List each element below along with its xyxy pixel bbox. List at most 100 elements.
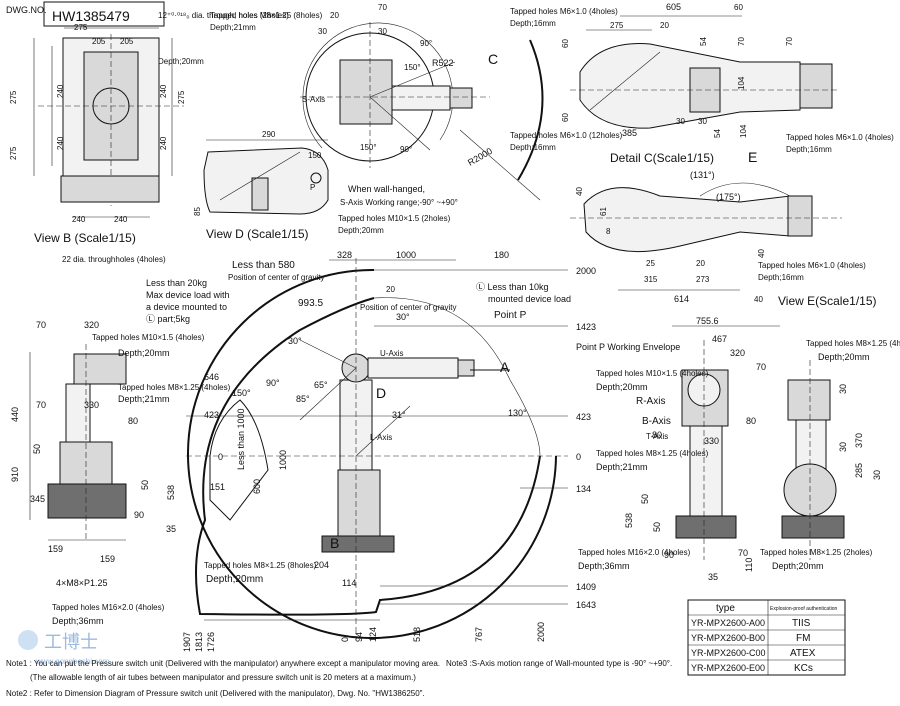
detail-c-depth-left: Depth;16mm <box>510 143 556 152</box>
view-e-depth: Depth;16mm <box>758 273 804 282</box>
side-600: 600 <box>252 479 262 494</box>
view-d-marker: D <box>376 385 386 401</box>
detail-c-104b: 104 <box>739 124 748 138</box>
side-dim-20: 20 <box>386 285 395 294</box>
side-cog-2: Position of center of gravity <box>360 303 457 312</box>
side-124: 124 <box>368 627 378 642</box>
top-dim-150a: 150° <box>404 63 421 72</box>
drawing-number-block: DWG.NO. HW1385479 <box>6 1 165 27</box>
view-d-depth: Depth;20mm <box>338 226 384 235</box>
view-d-title: View D (Scale1/15) <box>206 227 309 241</box>
view-d: 290 85 150 P View D (Scale1/15) When wal… <box>193 130 458 241</box>
type-row-4-auth: KCs <box>794 663 813 674</box>
load-right-1: Ⓛ Less than 10kg <box>476 282 549 292</box>
right-90: 90 <box>664 550 674 560</box>
wall-note-1: When wall-hanged, <box>348 184 425 194</box>
left-70b: 70 <box>36 400 46 410</box>
watermark-logo-icon <box>18 630 38 650</box>
side-1907: 1907 <box>182 632 192 652</box>
right-30a: 30 <box>838 384 848 394</box>
view-b-dim-4: 275 <box>9 90 18 104</box>
detail-c-marker: C <box>488 51 498 67</box>
side-dim-1000: 1000 <box>396 250 416 260</box>
side-1726: 1726 <box>206 632 216 652</box>
type-row-3-auth: ATEX <box>790 648 816 659</box>
view-d-hole-note: Tapped holes M10×1.5 (2holes) <box>338 214 451 223</box>
right-depth-3: Depth;36mm <box>578 561 630 571</box>
side-646: 646 <box>204 372 219 382</box>
detail-c-54a: 54 <box>699 37 708 46</box>
view-e-40b: 40 <box>757 249 766 258</box>
side-518: 518 <box>412 627 422 642</box>
angle-30b: 30° <box>396 312 410 322</box>
detail-c-385: 385 <box>622 128 637 138</box>
view-e-175: (175°) <box>716 192 741 202</box>
note-1: Note1 : You can put the Pressure switch … <box>6 659 440 668</box>
side-2000: 2000 <box>576 266 596 276</box>
view-b-dim-9: 275 <box>177 90 186 104</box>
type-row-2-auth: FM <box>796 633 810 644</box>
right-70b: 70 <box>738 548 748 558</box>
b-axis-label: B-Axis <box>642 416 671 427</box>
view-a-marker: A <box>500 359 510 375</box>
load-left-2: Max device load with <box>146 290 230 300</box>
top-view: Tapped holes M8×1.25 (8holes) Depth;21mm… <box>210 3 544 201</box>
side-94: 94 <box>354 632 364 642</box>
load-right-2: mounted device load <box>488 294 571 304</box>
right-depth-2: Depth;21mm <box>596 462 648 472</box>
detail-c-60a: 60 <box>734 3 743 12</box>
view-b-dim-6: 240 <box>56 136 65 150</box>
detail-c-275: 275 <box>610 21 624 30</box>
detail-c-70b: 70 <box>785 37 794 46</box>
note-1b: (The allowable length of air tubes betwe… <box>30 673 416 682</box>
side-less-1000: Less than 1000 <box>236 408 246 470</box>
right-hole-3: Tapped holes M16×2.0 (4holes) <box>578 548 691 557</box>
detail-c-30a: 30 <box>676 117 685 126</box>
side-0-bottom: 0 <box>340 637 350 642</box>
left-hole-2: Tapped holes M8×1.25 (4holes) <box>118 383 231 392</box>
right-70: 70 <box>756 362 766 372</box>
side-1409: 1409 <box>576 582 596 592</box>
type-row-4-model: YR-MPX2600-E00 <box>691 663 765 673</box>
view-e-hole-note: Tapped holes M6×1.0 (4holes) <box>758 261 866 270</box>
view-b-marker: B <box>330 535 339 551</box>
right-hole-4: Tapped holes M8×1.25 (4holes) <box>806 339 900 348</box>
detail-c-e-marker: E <box>748 149 757 165</box>
view-b-dim-2: 205 <box>92 37 106 46</box>
load-left-4: Ⓛ part;5kg <box>146 314 190 324</box>
view-b-dim-11: 240 <box>72 215 86 224</box>
left-440: 440 <box>10 407 20 422</box>
detail-c-30b: 30 <box>698 117 707 126</box>
left-159b: 159 <box>100 554 115 564</box>
right-view: 755.6 467 320 70 Tapped holes M10×1.5 (4… <box>578 316 900 582</box>
view-e-8: 8 <box>606 227 611 236</box>
view-e-title: View E(Scale1/15) <box>778 294 877 308</box>
side-114: 114 <box>342 578 356 588</box>
left-345: 345 <box>30 494 45 504</box>
right-35: 35 <box>708 572 718 582</box>
left-depth-2: Depth;21mm <box>118 394 170 404</box>
t-axis-label: T-Axis <box>646 432 668 441</box>
side-dim-328: 328 <box>337 250 352 260</box>
left-bolt: 4×M8×P1.25 <box>56 578 108 588</box>
view-e-20: 20 <box>696 259 705 268</box>
side-134: 134 <box>576 484 591 494</box>
watermark-text-1: 工博士 <box>44 632 98 652</box>
view-e-61: 61 <box>599 207 608 216</box>
right-80b: 80 <box>746 416 756 426</box>
right-30b: 30 <box>838 442 848 452</box>
detail-c-depth-top: Depth;16mm <box>510 19 556 28</box>
detail-c-70a: 70 <box>737 37 746 46</box>
view-d-dim-290: 290 <box>262 130 276 139</box>
view-b-dim-5: 240 <box>56 84 65 98</box>
view-b-dim-7: 240 <box>159 84 168 98</box>
angle-90: 90° <box>266 378 280 388</box>
left-50a: 50 <box>32 444 42 454</box>
top-dim-r522: R522 <box>432 58 454 68</box>
note-3: Note3 :S-Axis motion range of Wall-mount… <box>446 659 672 668</box>
right-hole-1: Tapped holes M10×1.5 (4holes) <box>596 369 709 378</box>
angle-65: 65° <box>314 380 328 390</box>
right-depth-5: Depth;20mm <box>772 561 824 571</box>
view-b-title: View B (Scale1/15) <box>34 231 136 245</box>
view-e-40c: 40 <box>754 295 763 304</box>
